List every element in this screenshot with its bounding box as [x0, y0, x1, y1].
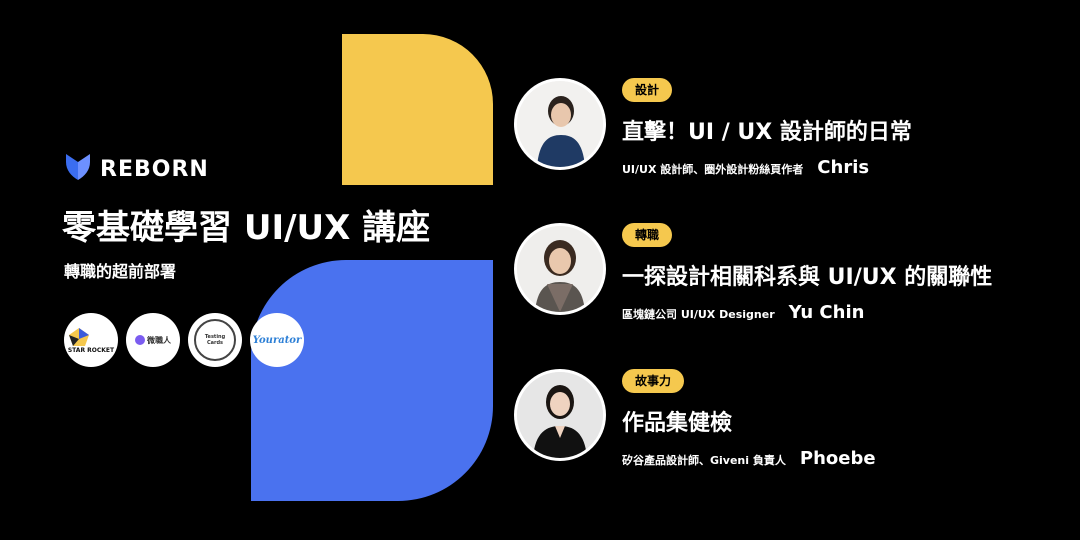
event-subtitle: 轉職的超前部署	[64, 262, 177, 281]
star-rocket-icon	[68, 327, 89, 346]
partner-testing-cards: Testing Cards	[188, 313, 242, 367]
partner-yourator: Yourator	[250, 313, 304, 367]
speaker-name: Phoebe	[799, 448, 876, 469]
speaker-avatar-phoebe	[514, 369, 606, 461]
speaker-avatar-chris	[514, 78, 606, 170]
speaker-role: 矽谷產品設計師、Giveni 負責人	[622, 454, 786, 467]
speaker-role: UI/UX 設計師、圈外設計粉絲頁作者	[622, 163, 804, 176]
speaker-card-3: 故事力 作品集健檢 矽谷產品設計師、Giveni 負責人 Phoebe	[514, 369, 876, 469]
weizhiren-icon	[135, 335, 145, 345]
speaker-tag: 轉職	[622, 223, 673, 247]
decor-yellow-shape	[342, 34, 493, 185]
partner-weizhiren: 微職人	[126, 313, 180, 367]
talk-title: 一探設計相關科系與 UI/UX 的關聯性	[622, 265, 993, 290]
speaker-name: Chris	[817, 157, 870, 178]
brand-name: REBORN	[100, 156, 209, 182]
speaker-name: Yu Chin	[788, 302, 865, 323]
talk-title: 作品集健檢	[622, 411, 733, 436]
speaker-tag: 設計	[622, 78, 673, 102]
speaker-card-2: 轉職 一探設計相關科系與 UI/UX 的關聯性 區塊鏈公司 UI/UX Desi…	[514, 223, 992, 323]
speaker-tag: 故事力	[622, 369, 685, 393]
speaker-avatar-yu-chin	[514, 223, 606, 315]
reborn-logo-icon	[64, 152, 92, 186]
brand-logo: REBORN	[64, 152, 209, 186]
decor-blue-shape	[251, 260, 493, 501]
testing-cards-badge-icon: Testing Cards	[194, 319, 236, 361]
speaker-role: 區塊鏈公司 UI/UX Designer	[622, 308, 775, 321]
event-title: 零基礎學習 UI/UX 講座	[62, 208, 431, 248]
partner-logos: STAR ROCKET 微職人 Testing Cards Yourator	[64, 313, 304, 367]
speaker-card-1: 設計 直擊！UI / UX 設計師的日常 UI/UX 設計師、圈外設計粉絲頁作者…	[514, 78, 912, 178]
talk-title: 直擊！UI / UX 設計師的日常	[622, 120, 912, 145]
partner-star-rocket: STAR ROCKET	[64, 313, 118, 367]
